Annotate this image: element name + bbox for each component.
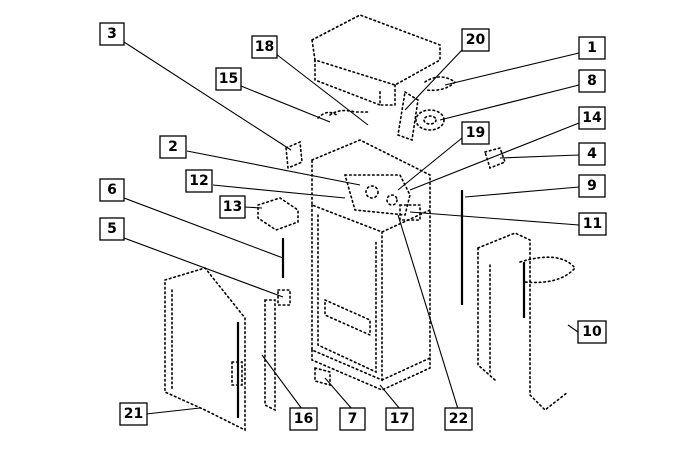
callout-13: 13 [219,195,246,219]
bracket-part-13 [257,197,299,231]
side-shell-part [329,109,369,116]
callout-1: 1 [578,36,606,60]
svg-text:9: 9 [587,178,597,194]
callout-14: 14 [578,106,606,130]
callout-21: 21 [119,402,148,426]
callout-8: 8 [578,69,606,93]
main-chassis-part [311,139,431,391]
callout-16: 16 [289,407,318,431]
callout-3: 3 [99,22,125,46]
svg-text:4: 4 [587,146,597,162]
callout-5: 5 [99,217,125,241]
svg-text:5: 5 [107,221,117,237]
callout-22: 22 [444,407,473,431]
svg-text:16: 16 [294,411,313,427]
rear-frame-part [477,232,577,412]
leader-lines [123,41,580,415]
callout-12: 12 [185,169,213,193]
svg-text:17: 17 [390,411,409,427]
svg-text:11: 11 [583,216,602,232]
side-panel-part [264,299,276,412]
callout-2: 2 [159,135,187,159]
door-panel-part [164,267,246,432]
callout-11: 11 [578,212,607,236]
svg-text:18: 18 [255,39,274,55]
svg-text:10: 10 [582,324,602,340]
svg-text:21: 21 [124,406,143,422]
fan-housing-part-8 [415,109,445,131]
svg-text:7: 7 [348,411,358,427]
small-part-4 [483,147,507,170]
callout-18: 18 [251,35,278,59]
callout-9: 9 [578,174,606,198]
svg-text:13: 13 [223,199,242,215]
svg-text:8: 8 [587,73,597,89]
small-part-7 [314,366,331,387]
svg-text:19: 19 [466,125,485,141]
callout-7: 7 [339,407,366,431]
cap-part-1 [424,76,457,92]
callout-19: 19 [461,121,490,145]
top-cover-part [311,14,441,107]
svg-text:12: 12 [189,173,208,189]
control-assembly-part [343,174,421,221]
small-block-part-3 [285,140,303,170]
callout-20: 20 [461,28,490,52]
svg-text:14: 14 [582,110,602,126]
callout-4: 4 [578,142,606,166]
bracket-part-20 [397,90,419,142]
svg-text:3: 3 [107,26,117,42]
callout-6: 6 [99,178,125,202]
callout-10: 10 [577,320,607,344]
bracket-part-15 [317,111,339,119]
svg-text:6: 6 [107,182,117,198]
svg-text:2: 2 [168,139,178,155]
callout-15: 15 [215,67,242,91]
svg-text:1: 1 [587,40,597,56]
svg-text:15: 15 [219,71,238,87]
callout-17: 17 [385,407,414,431]
pin-part-5 [277,289,291,306]
svg-text:22: 22 [449,411,468,427]
svg-text:20: 20 [466,32,486,48]
